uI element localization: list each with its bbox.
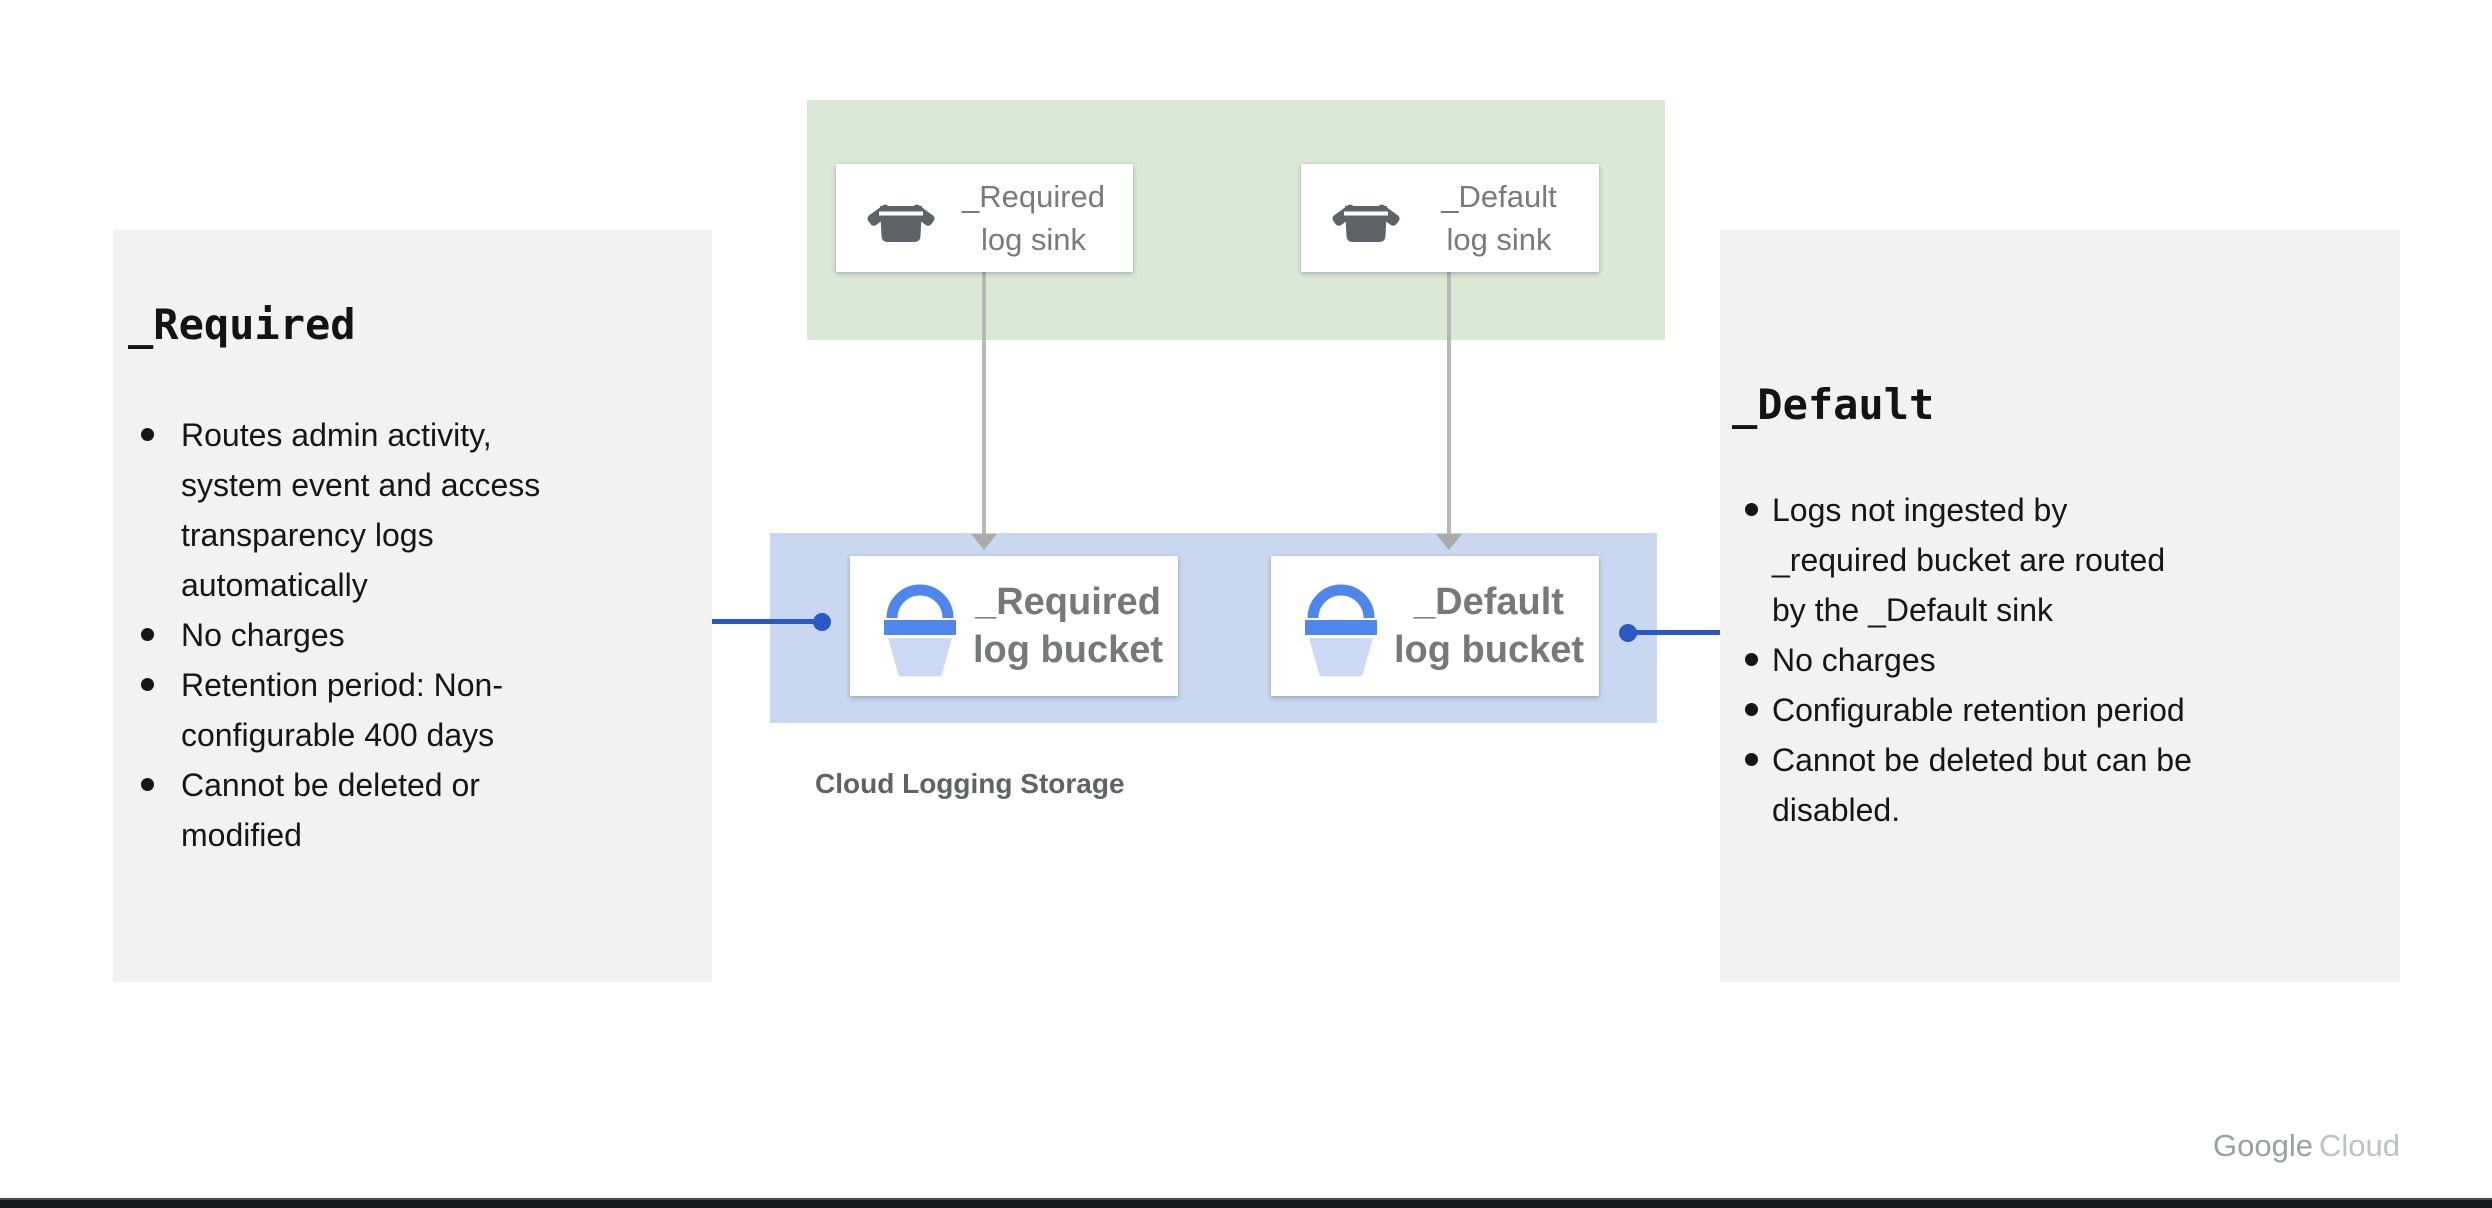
list-item: Cannot be deleted but can be disabled. — [1745, 735, 2207, 835]
flow-arrow-line-default — [1447, 272, 1451, 535]
panel-title-default: _Default — [1732, 380, 1935, 429]
panel-title-required: _Required — [128, 300, 356, 349]
default-bullet-list: Logs not ingested by _required bucket ar… — [1745, 485, 2207, 835]
sink-type: log sink — [980, 222, 1087, 257]
bucket-type: log bucket — [972, 629, 1164, 671]
list-item: Logs not ingested by _required bucket ar… — [1745, 485, 2207, 635]
log-bucket-icon — [1305, 584, 1377, 677]
right-callout-connector — [1628, 630, 1720, 635]
bottom-divider-bar — [0, 1198, 2492, 1208]
bucket-type: log bucket — [1393, 629, 1585, 671]
brand-google: Google — [2213, 1128, 2313, 1163]
bucket-card-label: _Required log bucket — [962, 578, 1178, 674]
list-item: Retention period: Non-configurable 400 d… — [141, 660, 556, 760]
log-sink-icon — [1330, 202, 1402, 242]
required-log-sink-card: _Required log sink — [836, 164, 1133, 272]
sink-card-label: _Required log sink — [938, 175, 1133, 261]
default-log-bucket-card: _Default log bucket — [1271, 556, 1599, 696]
list-item: Routes admin activity, system event and … — [141, 410, 556, 610]
brand-cloud: Cloud — [2319, 1128, 2400, 1163]
sink-type: log sink — [1446, 222, 1552, 257]
left-callout-connector — [695, 619, 822, 624]
sink-name: _Default — [1441, 179, 1557, 214]
default-log-sink-card: _Default log sink — [1301, 164, 1599, 272]
default-info-panel: _Default Logs not ingested by _required … — [1720, 230, 2400, 982]
bucket-name: _Default — [1414, 581, 1564, 623]
required-info-panel: _Required Routes admin activity, system … — [113, 230, 712, 982]
list-item: No charges — [1745, 635, 2207, 685]
log-sink-icon — [865, 202, 937, 242]
arrow-down-icon — [971, 534, 997, 550]
sink-card-label: _Default log sink — [1403, 175, 1599, 261]
connector-dot — [813, 613, 831, 631]
list-item: No charges — [141, 610, 556, 660]
flow-arrow-line-required — [982, 272, 986, 535]
list-item: Configurable retention period — [1745, 685, 2207, 735]
connector-dot — [1619, 624, 1637, 642]
bucket-card-label: _Default log bucket — [1383, 578, 1599, 674]
list-item: Cannot be deleted or modified — [141, 760, 556, 860]
required-bullet-list: Routes admin activity, system event and … — [141, 410, 556, 860]
required-log-bucket-card: _Required log bucket — [850, 556, 1178, 696]
storage-group-caption: Cloud Logging Storage — [815, 768, 1125, 799]
bucket-name: _Required — [975, 581, 1161, 623]
sink-name: _Required — [961, 179, 1106, 214]
log-bucket-icon — [884, 584, 956, 677]
arrow-down-icon — [1436, 534, 1462, 550]
